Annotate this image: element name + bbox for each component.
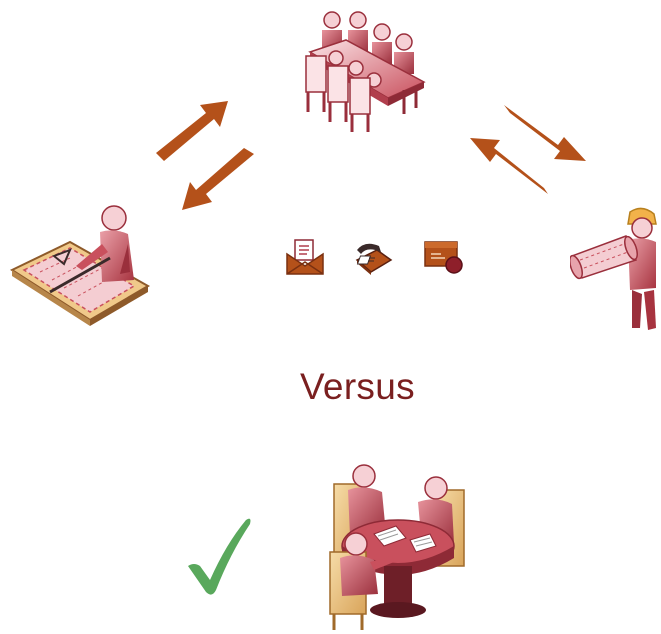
versus-label: Versus [300,366,415,407]
conference-table-icon [296,6,428,136]
arrow-up-left-icon [468,132,554,206]
round-table-meeting-icon [326,462,470,632]
drafting-table-person-icon [10,200,152,330]
envelope-icon [285,238,325,276]
arrow-down-left-icon [178,142,258,216]
document-stamp-icon [423,238,465,276]
check-mark-icon [184,514,254,598]
telephone-icon [353,238,393,276]
hardhat-blueprint-person-icon [570,204,660,334]
arrow-down-right-icon [500,95,590,167]
arrow-up-right-icon [152,95,232,167]
